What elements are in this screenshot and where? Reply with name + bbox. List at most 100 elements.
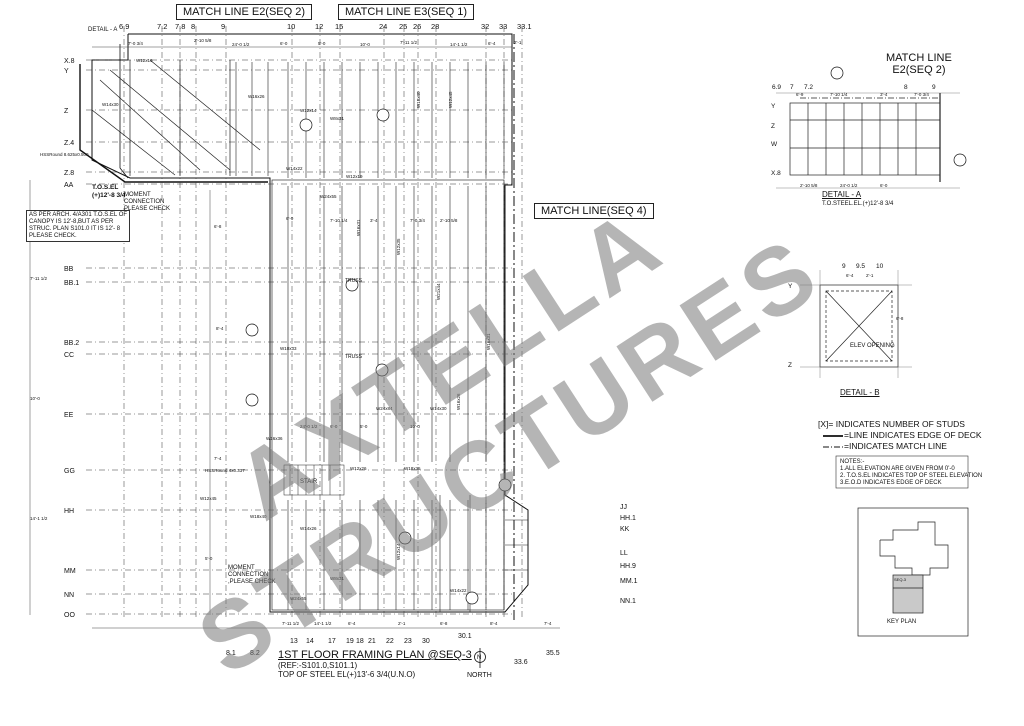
stair-label: STAIR (300, 479, 318, 485)
grid-row-label: AA (64, 182, 74, 189)
key-plan-seq: SEQ-3 (894, 577, 907, 582)
dimension-label: 7'-10 1/4 (830, 92, 848, 97)
match-line-e2-label: MATCH LINE E2(SEQ 2) (176, 4, 313, 20)
drawing-top-of-steel: TOP OF STEEL EL(+)13'-6 3/4(U.N.O) (278, 670, 416, 679)
legend-symbols (823, 435, 843, 448)
grid-column-label: 8 (191, 22, 195, 31)
beam-size-label: W12x26 (350, 466, 367, 471)
moment-bot-line2: CONNECTION (228, 572, 269, 578)
beam-size-label: W8x31 (330, 116, 345, 121)
grid-column-label-bottom: 14 (306, 638, 314, 645)
dimension-label: 7'-4 (544, 621, 552, 626)
beam-size-label: W14x30 (102, 102, 119, 107)
grid-row-label: BB (64, 266, 74, 273)
dimension-label: 5'-0 (360, 424, 368, 429)
dimension-label: 7'-10 1/4 (330, 218, 348, 223)
match-line-e2-right-line1: MATCH LINE (886, 52, 952, 64)
grid-row-label: Z.4 (64, 140, 74, 147)
dimension-label: 24'-0 1/2 (840, 183, 858, 188)
grid-row-label: Z.8 (64, 170, 74, 177)
match-line-e3-label: MATCH LINE E3(SEQ 1) (338, 4, 475, 20)
beam-size-label: W24x55 (320, 194, 337, 199)
dimension-label: 6'-8 (214, 224, 222, 229)
drawing-reference: (REF:-S101.0,S101.1) (278, 661, 358, 670)
beam-size-label: W14x30 (430, 406, 447, 411)
plan-grid-columns (123, 26, 523, 620)
grid-row-label: BB.2 (64, 340, 79, 347)
dimension-label: 10'-0 (410, 424, 420, 429)
dimension-label: 7'-0 3/4 (128, 41, 143, 46)
match-line-e2-right: MATCH LINE E2(SEQ 2) (886, 52, 952, 76)
grid-column-label-bottom: 21 (368, 638, 376, 645)
grid-column-label: 33.1 (517, 22, 532, 31)
grid-column-label-bottom: 8.2 (250, 650, 260, 657)
dimension-label: 6'-4 (348, 621, 356, 626)
dimension-lines (29, 46, 560, 629)
grid-row-label: GG (64, 468, 75, 475)
north-arrow-icon (474, 648, 486, 668)
detail-a-row-label: W (771, 141, 778, 148)
beam-size-label: W16x36 (266, 436, 283, 441)
grid-row-label: X.8 (64, 58, 75, 65)
moment-top-line2: CONNECTION (124, 199, 165, 205)
grid-column-label: 25 (399, 22, 407, 31)
detail-a-grid-label: 7.2 (804, 84, 813, 91)
dimension-label: 7'-11 1/2 (30, 276, 48, 281)
dimension-label: 6'-8 (440, 621, 448, 626)
grid-row-label: NN (64, 592, 74, 599)
grid-column-label: 7.2 (157, 22, 167, 31)
dimension-label: 7'-11 1/2 (282, 621, 300, 626)
beam-size-label: W12x14 (300, 108, 317, 113)
beam-size-label: W18x40 (416, 91, 421, 108)
truss-label-1: TRUSS (345, 278, 363, 284)
plan-annotations: STAIR TRUSS TRUSS T.O.S.EL (+)12'-8 3/4 … (88, 27, 916, 679)
detail-a-grid-label: 8 (904, 84, 908, 91)
dimension-label: 2'-10 5/8 (800, 183, 818, 188)
detail-a-grid-label: 9 (932, 84, 936, 91)
moment-bot-line1: MOMENT (228, 565, 255, 571)
note-2: 2. T.O.S.EL INDICATES TOP OF STEEL ELEVA… (840, 473, 983, 479)
canopy-elevation-callout: AS PER ARCH. 4/A301 T.O.S.EL OF CANOPY I… (26, 210, 131, 242)
grid-column-label-bottom: 18 (356, 638, 364, 645)
beam-size-label: W24x84 (376, 406, 393, 411)
dimension-label: 10'-0 (30, 396, 40, 401)
building-outline (79, 33, 529, 613)
detail-a-drawing (776, 92, 960, 189)
legend-match-line: =INDICATES MATCH LINE (844, 441, 947, 451)
canopy-framing (91, 59, 261, 176)
detail-b-row-label: Z (788, 362, 792, 369)
dimension-label: 2'-10 5/8 (194, 38, 212, 43)
grid-column-label-bottom: 23 (404, 638, 412, 645)
detail-b-row-label: Y (788, 283, 793, 290)
detail-a-grid-label: 6.9 (772, 84, 781, 91)
grid-row-label-right: MM.1 (620, 578, 638, 585)
beam-size-label: W16x31 (486, 333, 491, 350)
detail-b-title: DETAIL - B (840, 388, 880, 397)
dimension-label: 7'-4 (214, 456, 222, 461)
grid-row-label-right: HH.1 (620, 515, 636, 522)
dimension-label: 6'-9 (286, 216, 294, 221)
beam-size-label: W21x44 (436, 283, 441, 300)
grid-column-label-bottom: 17 (328, 638, 336, 645)
grid-row-label: CC (64, 352, 74, 359)
detail-b-grid-label: 9.5 (856, 263, 865, 270)
grid-column-label: 9 (221, 22, 225, 31)
dimension-label: 10'-0 (360, 42, 370, 47)
dimension-label: 7'-11 1/2 (400, 40, 418, 45)
dimension-label: 2'-1 (514, 40, 522, 45)
match-line-seq4-label: MATCH LINE(SEQ 4) (534, 203, 654, 219)
beam-size-label: HSSRound 8.625x0.500 (40, 152, 89, 157)
note-1: 1.ALL ELEVATION ARE GIVEN FROM 0'-0 (840, 466, 955, 472)
east-bay-framing (439, 495, 528, 612)
stair (283, 464, 345, 496)
grid-column-label: 28 (431, 22, 439, 31)
dimension-label: 7'-0 3/4 (914, 92, 929, 97)
grid-row-label-right: NN.1 (620, 598, 636, 605)
grid-row-label: Z (64, 108, 69, 115)
key-plan (857, 507, 969, 637)
grid-row-label-right: LL (620, 550, 628, 557)
detail-a-row-label: Z (771, 123, 775, 130)
